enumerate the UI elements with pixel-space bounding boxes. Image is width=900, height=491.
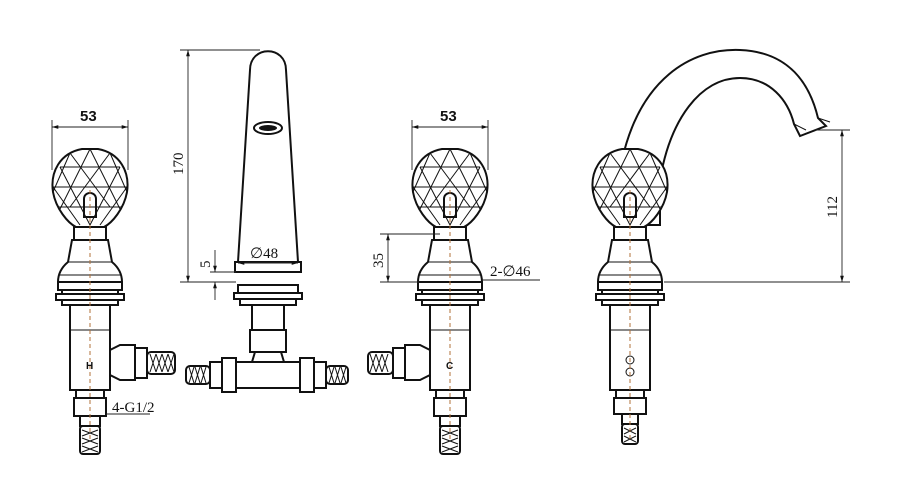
cold-handle-view: C 53 35 2-∅46 bbox=[367, 108, 540, 455]
dim-handle-width-right: 53 bbox=[440, 108, 457, 125]
dim-handle-width-left: 53 bbox=[80, 108, 97, 125]
dim-spout-base-diameter: ∅48 bbox=[250, 246, 278, 262]
dim-spout-height: 170 bbox=[171, 153, 187, 176]
hose-right bbox=[146, 351, 176, 375]
faucet-side-view: 112 bbox=[591, 48, 850, 445]
spout-front-view: 170 5 ∅48 bbox=[171, 49, 349, 393]
hot-handle-view: H 53 4-G1/2 bbox=[51, 108, 176, 455]
dim-handle-base-diameter: 2-∅46 bbox=[490, 264, 531, 280]
dim-spout-outlet-height: 112 bbox=[825, 196, 841, 218]
dim-flange-thickness: 5 bbox=[198, 261, 214, 269]
dim-handle-base-height: 35 bbox=[371, 253, 387, 268]
cold-marker: C bbox=[446, 361, 453, 372]
dim-connection-thread: 4-G1/2 bbox=[112, 400, 155, 416]
hot-marker: H bbox=[86, 361, 93, 372]
